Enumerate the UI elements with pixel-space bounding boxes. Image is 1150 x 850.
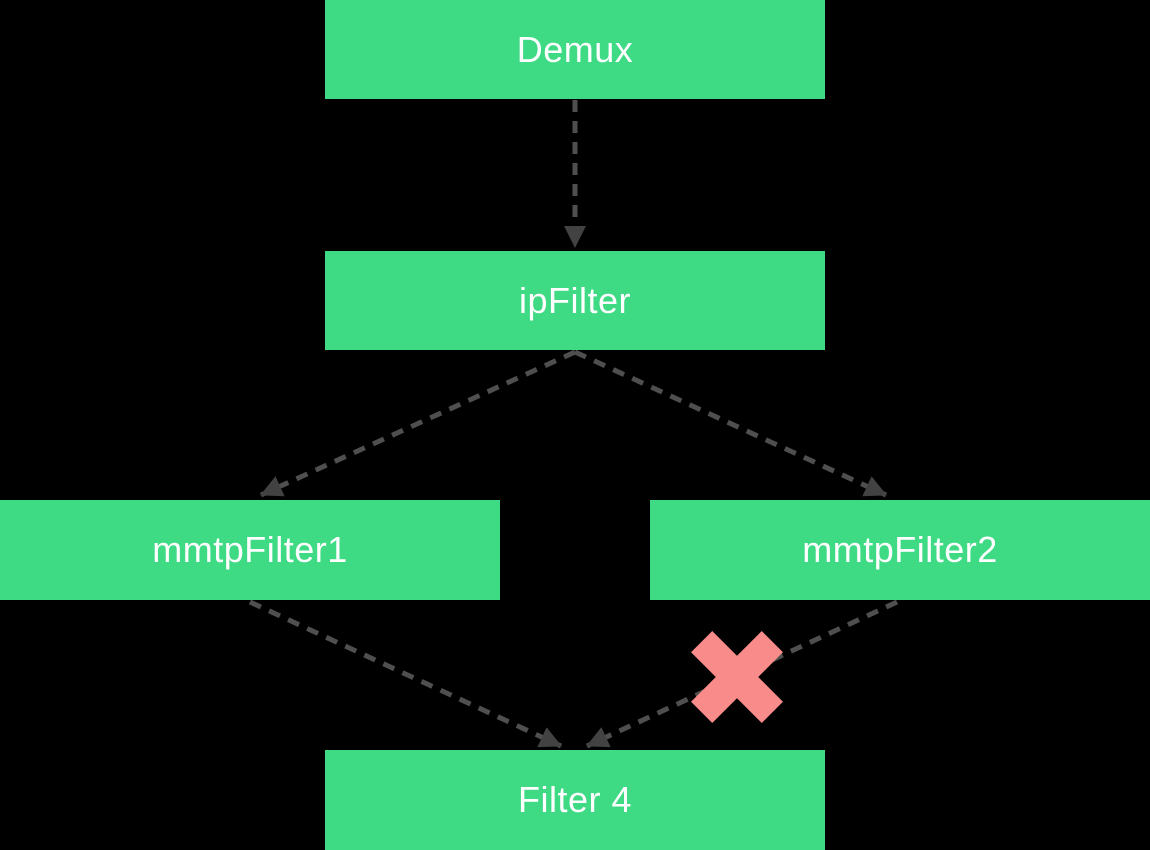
node-demux: Demux (325, 0, 825, 99)
edge-ipfilter-to-mmtpfilter1 (259, 349, 577, 498)
edge-mmtpfilter1-to-filter4 (248, 599, 563, 749)
edge-ipfilter-to-mmtpfilter2 (573, 349, 888, 498)
node-mmtpfilter2: mmtpFilter2 (650, 500, 1150, 600)
node-mmtpfilter1: mmtpFilter1 (0, 500, 500, 600)
node-filter4-label: Filter 4 (517, 779, 633, 820)
node-filter4: Filter 4 (325, 750, 825, 850)
blocked-cross-icon (687, 627, 787, 727)
node-mmtpfilter2-label: mmtpFilter2 (802, 529, 998, 570)
node-ipfilter: ipFilter (325, 251, 825, 350)
node-demux-label: Demux (516, 28, 634, 70)
node-ipfilter-label: ipFilter (518, 279, 632, 321)
node-mmtpfilter1-label: mmtpFilter1 (152, 529, 348, 570)
